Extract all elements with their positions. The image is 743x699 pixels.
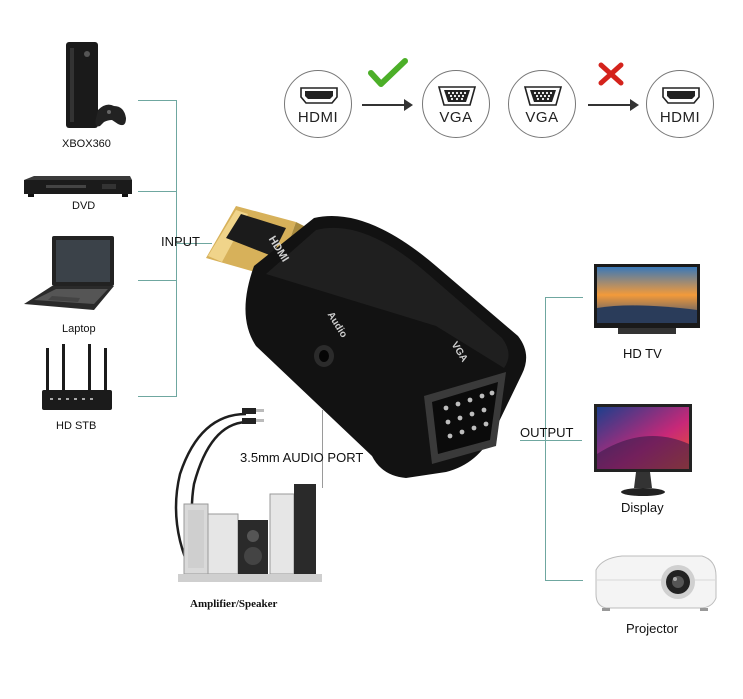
device-label-projector: Projector — [626, 621, 679, 636]
monitor-icon — [594, 404, 692, 496]
projector-icon — [595, 555, 717, 611]
speaker-system-icon — [178, 484, 322, 582]
device-label-hd-stb: HD STB — [56, 420, 97, 432]
audio-port-label: 3.5mm AUDIO PORT — [240, 450, 364, 465]
connector-line — [138, 100, 176, 101]
hdmi-port-icon — [662, 87, 700, 104]
vga-port-icon — [437, 86, 477, 106]
router-box-icon — [42, 344, 112, 410]
arrow-right-icon — [588, 99, 639, 111]
connector-line — [545, 297, 583, 298]
device-label-hd-tv: HD TV — [623, 346, 662, 361]
vga-port-icon — [523, 86, 563, 106]
device-label-laptop: Laptop — [62, 323, 96, 335]
connector-line — [176, 243, 212, 244]
laptop-icon — [24, 236, 114, 310]
check-icon — [368, 58, 408, 87]
connector-line — [520, 440, 582, 441]
hdmi-to-vga-adapter — [206, 206, 527, 478]
device-label-display: Display — [621, 500, 664, 515]
input-label: INPUT — [161, 234, 200, 249]
hdmi-bubble: HDMI — [284, 70, 352, 138]
audio-leader-line — [322, 410, 323, 488]
device-label-xbox360: XBOX360 — [62, 138, 111, 150]
game-console-icon — [66, 42, 126, 128]
bubble-label: VGA — [525, 109, 559, 126]
speaker-label: Amplifier/Speaker — [190, 598, 278, 610]
cross-icon — [598, 62, 624, 86]
connector-line — [138, 280, 176, 281]
hdmi-port-icon — [300, 87, 338, 104]
bubble-label: VGA — [439, 109, 473, 126]
connector-line — [138, 191, 176, 192]
connector-line — [545, 580, 583, 581]
bubble-label: HDMI — [297, 109, 339, 126]
arrow-right-icon — [362, 99, 413, 111]
output-label: OUTPUT — [520, 425, 574, 440]
vga-bubble: VGA — [422, 70, 490, 138]
connector-line — [176, 100, 177, 397]
bubble-label: HDMI — [659, 109, 701, 126]
hdmi-bubble: HDMI — [646, 70, 714, 138]
device-label-dvd: DVD — [72, 200, 96, 212]
tv-icon — [594, 264, 700, 334]
connector-line — [545, 297, 546, 580]
vga-bubble: VGA — [508, 70, 576, 138]
dvd-player-icon — [24, 176, 132, 197]
connector-line — [138, 396, 176, 397]
